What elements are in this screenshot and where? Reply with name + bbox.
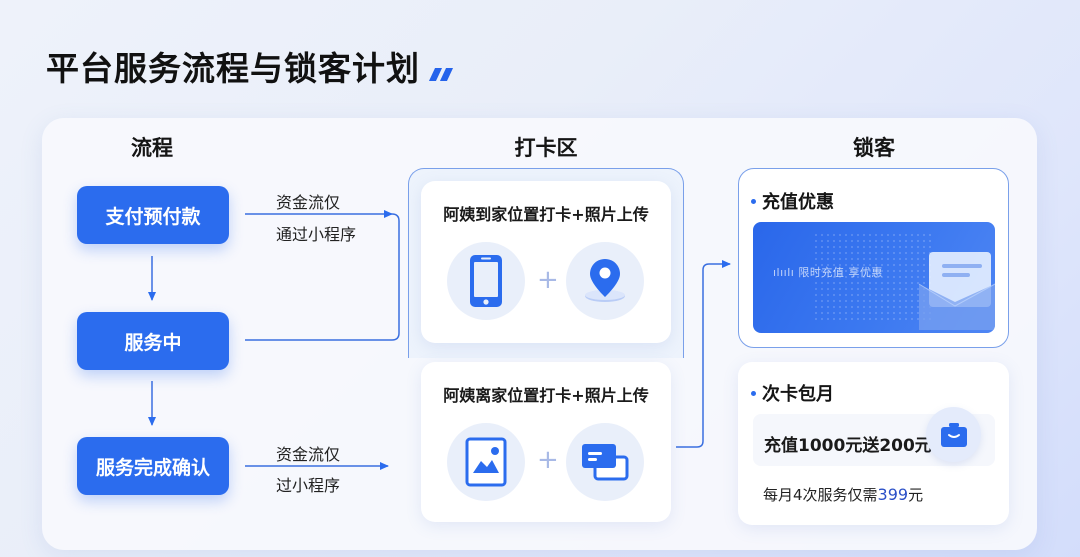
edge-label-top-2: 通过小程序: [276, 225, 357, 244]
checkin-leave-title: 阿姨离家位置打卡+照片上传: [443, 386, 649, 405]
recharge-title: 充值优惠: [751, 188, 834, 214]
briefcase-icon: [926, 407, 981, 462]
plus-joiner: +: [537, 265, 559, 295]
monthly-suffix: 元: [908, 486, 924, 504]
recharge-title-text: 充值优惠: [762, 192, 834, 213]
monthly-card-title-text: 次卡包月: [762, 384, 834, 405]
monthly-price-text: 每月4次服务仅需399元: [763, 484, 923, 505]
step-in-service-button[interactable]: 服务中: [77, 312, 229, 370]
checkin-arrive-title: 阿姨到家位置打卡+照片上传: [443, 205, 649, 224]
column-header-checkin: 打卡区: [514, 136, 578, 160]
banner-text: ılıılı 限时充值 享优惠: [773, 266, 883, 279]
column-header-flow: 流程: [131, 136, 173, 160]
location-pin-icon: [566, 242, 644, 320]
bullet-icon: [751, 390, 756, 396]
edge-label-bottom-2: 过小程序: [276, 476, 341, 495]
phone-icon: [447, 242, 525, 320]
monthly-prefix: 每月4次服务仅需: [763, 486, 878, 504]
monthly-card-title: 次卡包月: [751, 380, 834, 406]
offer-text: 充值1000元送200元: [764, 436, 932, 456]
bullet-icon: [751, 198, 756, 204]
page-title: 平台服务流程与锁客计划: [46, 42, 454, 90]
column-header-lock: 锁客: [853, 136, 895, 160]
recharge-promo-banner[interactable]: ılıılı 限时充值 享优惠: [753, 222, 995, 333]
title-accent-icon: [428, 67, 454, 81]
edge-label-top-1: 资金流仅: [276, 193, 341, 212]
plus-joiner: +: [537, 445, 559, 475]
step-confirm-complete-button[interactable]: 服务完成确认: [77, 437, 229, 495]
envelope-icon: [918, 252, 995, 330]
monthly-price: 399: [877, 485, 909, 504]
step-prepay-button[interactable]: 支付预付款: [77, 186, 229, 244]
page-title-text: 平台服务流程与锁客计划: [46, 49, 420, 88]
banner-dot-pattern: [813, 232, 933, 322]
message-icon: [566, 423, 644, 501]
edge-label-bottom-1: 资金流仅: [276, 445, 341, 464]
photo-icon: [447, 423, 525, 501]
